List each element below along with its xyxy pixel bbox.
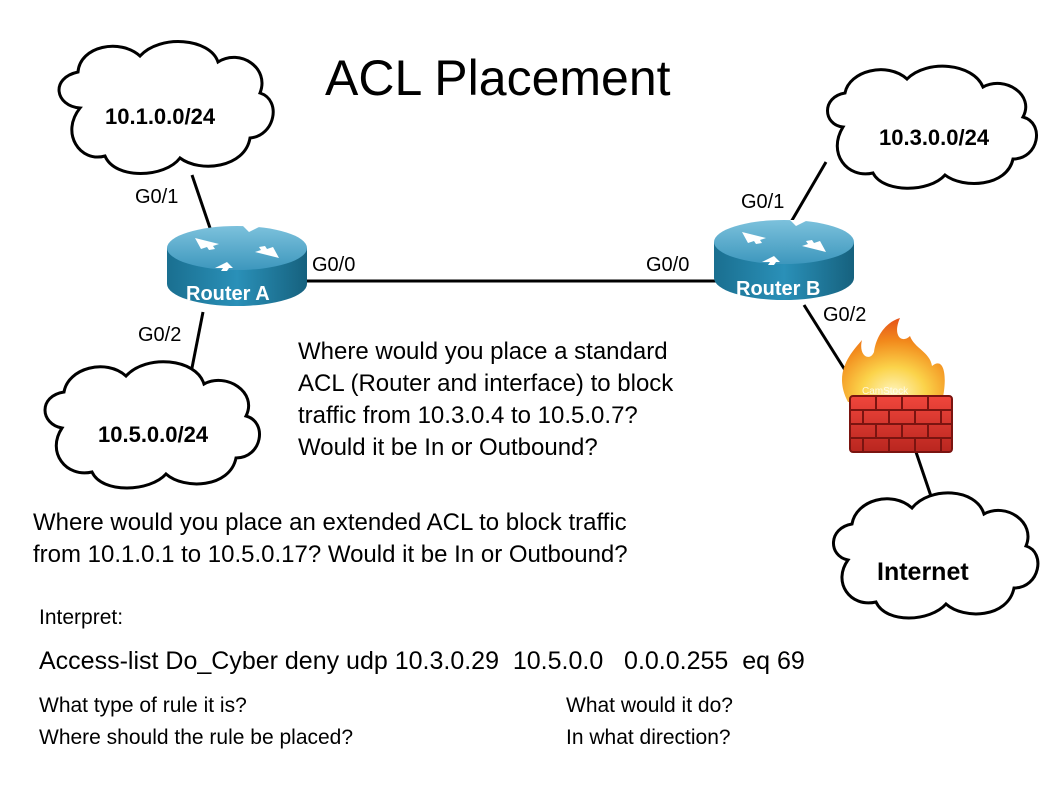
- cloud-10-5: [43, 360, 261, 490]
- interpret-questions-left: What type of rule it is? Where should th…: [39, 690, 353, 754]
- cloud-label-10-5: 10.5.0.0/24: [98, 422, 209, 447]
- firewall-watermark: CamStock: [862, 386, 909, 397]
- router-arrows-icon: [742, 217, 826, 265]
- cloud-10-3: [826, 64, 1038, 190]
- acl-rule: Access-list Do_Cyber deny udp 10.3.0.29 …: [39, 647, 805, 675]
- firewall-icon: CamStock: [842, 318, 953, 453]
- link-a-top-left-cloud: [190, 174, 212, 229]
- cloud-internet: [832, 491, 1040, 620]
- router-a: [167, 223, 307, 306]
- question-line: Where would you place a standard: [298, 338, 668, 365]
- router-a-label: Router A: [186, 283, 270, 305]
- question-line: Would it be In or Outbound?: [298, 434, 598, 461]
- links: [188, 161, 937, 509]
- router-a-g0-1-label: G0/1: [135, 186, 178, 208]
- question-line: ACL (Router and interface) to block: [298, 370, 674, 397]
- question-line: from 10.1.0.1 to 10.5.0.17? Would it be …: [33, 541, 628, 568]
- cloud-10-1: [57, 40, 275, 175]
- interpret-question: What type of rule it is?: [39, 694, 247, 717]
- standard-acl-question: Where would you place a standard ACL (Ro…: [298, 336, 673, 464]
- flame-icon: [842, 318, 945, 402]
- cloud-label-internet: Internet: [877, 558, 969, 586]
- link-b-firewall: [802, 304, 852, 379]
- extended-acl-question: Where would you place an extended ACL to…: [33, 507, 628, 571]
- brick-wall: [849, 395, 953, 453]
- router-b-label: Router B: [736, 278, 820, 300]
- cloud-label-10-3: 10.3.0.0/24: [879, 125, 990, 150]
- interpret-label: Interpret:: [39, 606, 124, 629]
- slide-title: ACL Placement: [325, 50, 671, 106]
- router-b-g0-0-label: G0/0: [646, 254, 689, 276]
- link-b-top-right-cloud: [789, 161, 828, 223]
- interpret-question: In what direction?: [566, 726, 731, 749]
- router-b-g0-1-label: G0/1: [741, 191, 784, 213]
- interpret-question: Where should the rule be placed?: [39, 726, 354, 749]
- question-line: traffic from 10.3.0.4 to 10.5.0.7?: [298, 402, 638, 429]
- link-a-bottom-left-cloud: [188, 311, 205, 379]
- interpret-questions-right: What would it do? In what direction?: [566, 690, 733, 754]
- cloud-label-10-1: 10.1.0.0/24: [105, 104, 216, 129]
- question-line: Where would you place an extended ACL to…: [33, 509, 627, 536]
- router-b-g0-2-label: G0/2: [823, 304, 866, 326]
- router-b: [714, 217, 854, 300]
- router-a-g0-0-label: G0/0: [312, 254, 355, 276]
- router-arrows-icon: [195, 223, 279, 271]
- interpret-question: What would it do?: [566, 694, 733, 717]
- router-a-g0-2-label: G0/2: [138, 324, 181, 346]
